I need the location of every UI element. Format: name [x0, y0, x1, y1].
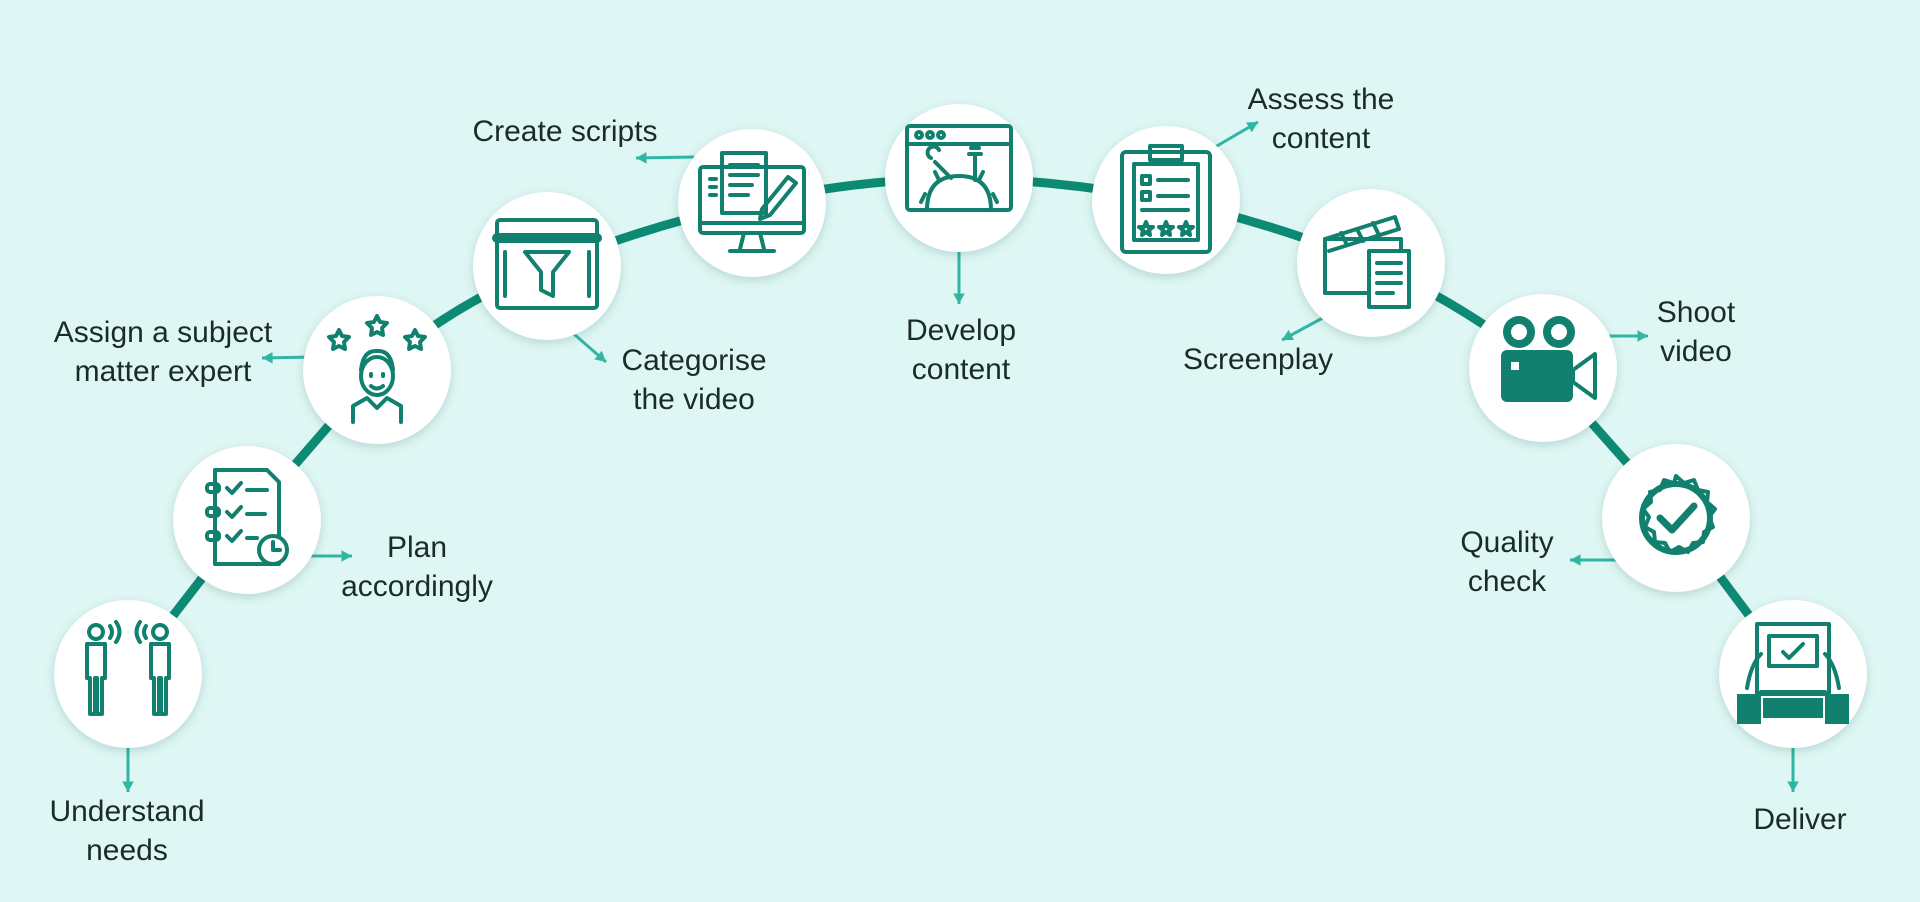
hands-delivering-box-icon: [1737, 622, 1849, 724]
label-quality-check: Quality check: [1460, 526, 1554, 598]
step-quality-check-node: [1602, 444, 1750, 592]
label-plan-accordingly: Plan accordingly: [341, 531, 493, 603]
label-develop-content: Develop content: [905, 314, 1017, 386]
label-categorise-video: Categorise the video: [621, 344, 767, 416]
arrow-create-scripts: [635, 152, 695, 164]
two-people-talking-icon: [85, 620, 171, 716]
clipboard-rating-icon: [1120, 144, 1212, 254]
arrow-assess-content: [1209, 120, 1259, 152]
monitor-document-pen-icon: [698, 151, 806, 253]
label-shoot-video: Shoot video: [1656, 296, 1736, 368]
label-screenplay: Screenplay: [1182, 343, 1334, 376]
step-shoot-video-node: [1469, 294, 1617, 442]
step-deliver-node: [1719, 600, 1867, 748]
browser-tools-gear-icon: [905, 124, 1013, 212]
label-assign-expert: Assign a subject matter expert: [53, 316, 273, 388]
label-deliver: Deliver: [1753, 803, 1847, 836]
step-categorise-video-node: [473, 192, 621, 340]
arrow-develop-content: [953, 250, 965, 304]
label-create-scripts: Create scripts: [472, 115, 658, 148]
browser-filter-icon: [492, 218, 602, 310]
clapperboard-script-icon: [1323, 215, 1411, 309]
label-assess-content: Assess the content: [1247, 83, 1395, 155]
step-assess-content-node: [1092, 126, 1240, 274]
step-assign-expert-node: [303, 296, 451, 444]
video-camera-icon: [1501, 316, 1597, 402]
expert-stars-icon: [327, 314, 427, 424]
step-screenplay-node: [1297, 189, 1445, 337]
step-create-scripts-node: [678, 129, 826, 277]
step-plan-accordingly-node: [173, 446, 321, 594]
quality-badge-icon: [1639, 474, 1717, 555]
step-develop-content-node: [885, 104, 1033, 252]
label-understand-needs: Understand needs: [49, 795, 205, 867]
step-understand-needs-node: [54, 600, 202, 748]
checklist-clock-icon: [205, 468, 289, 566]
